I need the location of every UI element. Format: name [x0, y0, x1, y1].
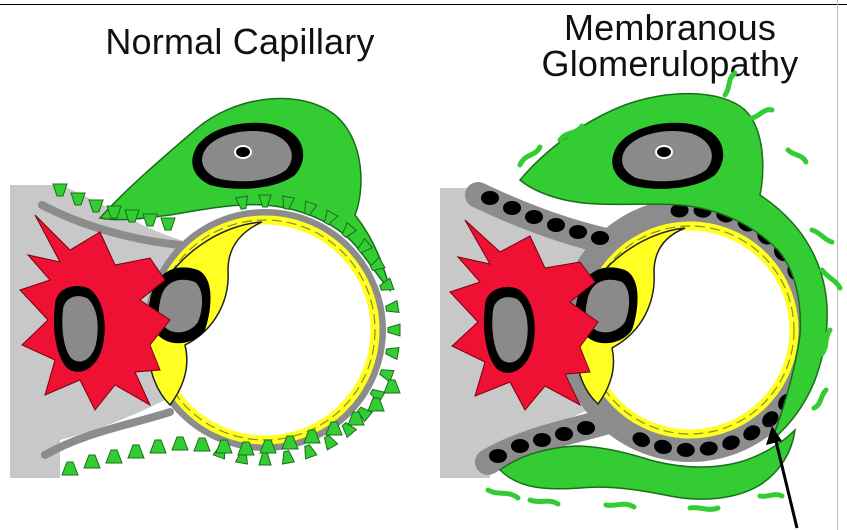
podocyte-nucleolus — [656, 146, 672, 158]
podocyte-fragment — [530, 500, 558, 504]
immune-deposit — [547, 218, 565, 232]
podocyte-fragment — [488, 490, 518, 498]
immune-deposit — [569, 225, 587, 239]
immune-deposit — [481, 191, 499, 205]
foot-process — [305, 445, 317, 459]
immune-deposit — [525, 210, 543, 224]
immune-deposit — [577, 421, 595, 435]
foot-process — [386, 301, 399, 313]
podocyte-fragment — [812, 230, 832, 242]
foot-process — [386, 348, 399, 360]
foot-process — [324, 435, 337, 450]
podocyte-nucleolus — [235, 146, 251, 158]
foot-process — [143, 214, 157, 226]
foot-process — [128, 445, 144, 458]
immune-deposit — [533, 433, 551, 447]
podocyte-fragment — [606, 504, 634, 507]
foot-process — [84, 455, 100, 468]
foot-process — [388, 324, 400, 336]
foot-process — [368, 398, 384, 411]
membranous-glomerulopathy-illustration — [440, 73, 840, 528]
foot-process — [194, 438, 210, 451]
foot-process — [62, 462, 78, 475]
normal-capillary-illustration — [10, 99, 400, 478]
podocyte-fragment — [690, 508, 718, 510]
immune-deposit — [503, 201, 521, 215]
foot-process — [283, 451, 295, 464]
foot-process — [150, 440, 166, 453]
podocyte-fragment — [788, 150, 806, 162]
mesangial-chromatin — [62, 296, 97, 361]
podocyte-fragment — [752, 110, 772, 118]
immune-deposit — [489, 449, 507, 463]
podocyte-fragment — [814, 390, 826, 408]
mesangial-chromatin — [492, 297, 527, 362]
foot-process — [384, 380, 400, 393]
foot-process — [161, 218, 175, 230]
foot-process — [236, 196, 248, 209]
immune-deposit — [591, 231, 609, 245]
podocyte-fragment — [725, 73, 735, 95]
foot-process — [259, 453, 271, 465]
podocyte-fragment — [760, 495, 782, 497]
immune-deposit — [511, 439, 529, 453]
foot-process — [172, 437, 188, 450]
immune-deposit — [555, 427, 573, 441]
foot-process — [106, 450, 122, 463]
